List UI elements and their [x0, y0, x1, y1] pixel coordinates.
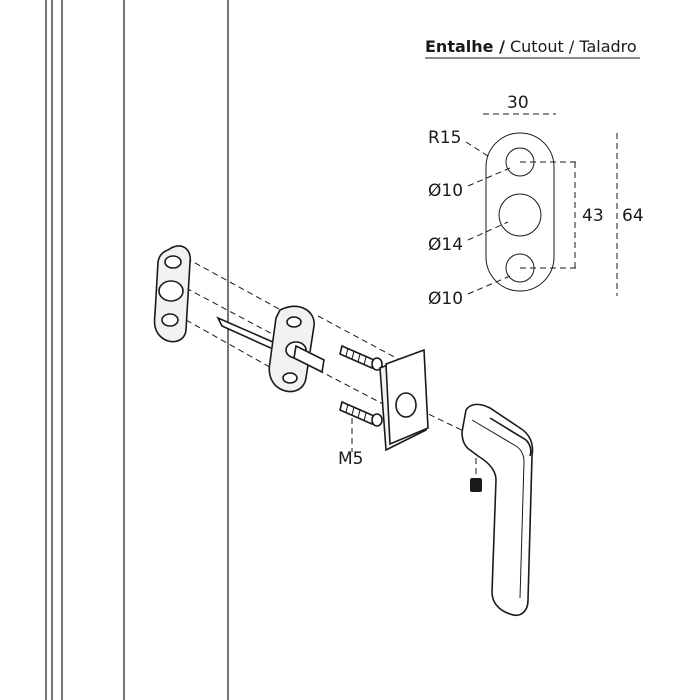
handle-base: [216, 305, 325, 393]
radius-label: R15: [428, 128, 461, 148]
hole-bottom-leader: [467, 275, 511, 295]
height-label: 64: [622, 206, 644, 226]
screw-bottom: [339, 400, 383, 427]
hole-center-label: Ø14: [428, 235, 463, 255]
hole-bottom-label: Ø10: [428, 289, 463, 309]
spindle-square: [293, 344, 325, 374]
svg-text:Entalhe / Cutout / Taladro: Entalhe / Cutout / Taladro: [425, 37, 637, 56]
width-label: 30: [507, 93, 529, 113]
screw-top: [339, 344, 383, 371]
hole-center: [498, 193, 542, 237]
cutout-template: 30 R15 Ø10 Ø14 Ø10 43 64: [428, 93, 644, 309]
lever-handle: [461, 403, 534, 616]
header-title-bold: Entalhe /: [425, 37, 505, 56]
frame-profile: [45, 0, 229, 700]
cutout-outline: [485, 132, 555, 292]
spacing-label: 43: [582, 206, 604, 226]
hole-center-leader: [467, 221, 509, 241]
screw-label: M5: [338, 449, 363, 469]
spacer-plate: [153, 245, 192, 343]
assembly-axes: [185, 257, 475, 437]
rosette-plate: [379, 348, 429, 452]
hole-top-leader: [467, 167, 511, 187]
header-title-rest: Cutout / Taladro: [505, 37, 637, 56]
cutout-header: Entalhe / Cutout / Taladro: [425, 37, 640, 59]
radius-leader: [465, 141, 489, 157]
hole-top-label: Ø10: [428, 181, 463, 201]
grub-screw: [470, 478, 482, 492]
